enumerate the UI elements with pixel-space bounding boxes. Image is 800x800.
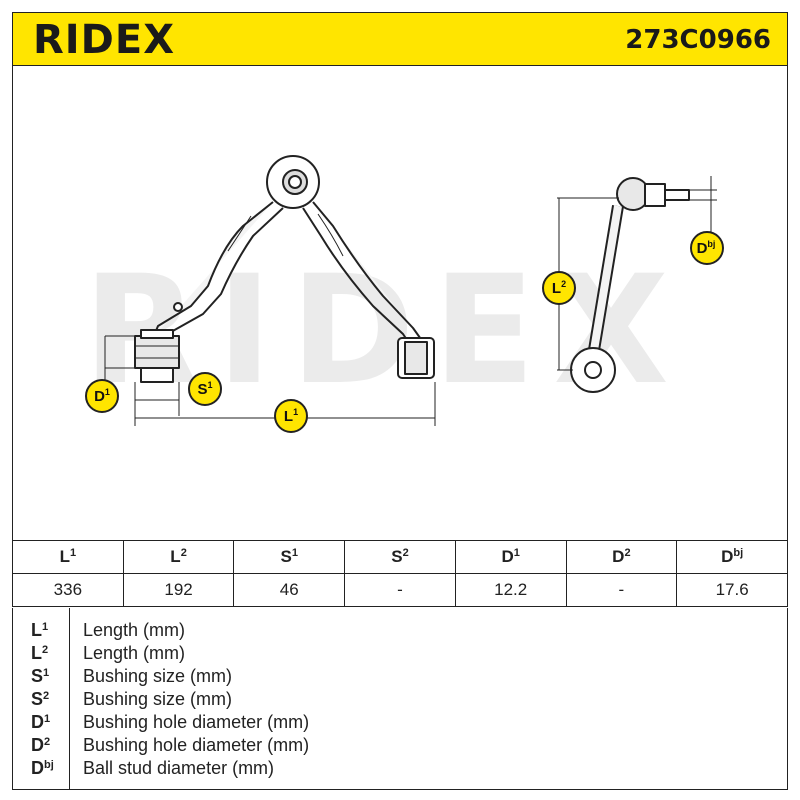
- svg-text:L2: L2: [552, 279, 566, 297]
- spec-value-d2: -: [565, 573, 678, 607]
- watermark: RIDEX: [83, 244, 687, 418]
- svg-text:S1: S1: [197, 380, 212, 398]
- spec-value-l2: 192: [122, 573, 235, 607]
- svg-text:L1: L1: [284, 407, 298, 425]
- legend-key: D2: [31, 735, 51, 755]
- brand-logo: RIDEX: [33, 17, 176, 63]
- svg-text:Dbj: Dbj: [697, 239, 716, 257]
- badge-l1: L1: [274, 399, 308, 433]
- legend-desc: Bushing size (mm): [83, 689, 233, 709]
- badge-dbj: Dbj: [690, 231, 724, 265]
- spec-table: L1 L2 S1 S2 D1 D2 Dbj 336 192 46 - 12.2 …: [12, 540, 788, 607]
- badge-l2: L2: [542, 271, 576, 305]
- svg-text:D1: D1: [94, 387, 110, 405]
- control-arm-drawing: D1 S1 L1 L2 Dbj: [85, 155, 724, 433]
- spec-value-d1: 12.2: [454, 573, 567, 607]
- spec-header-dbj: Dbj: [676, 540, 788, 574]
- control-arm-front-view: [134, 155, 435, 383]
- legend-desc: Bushing hole diameter (mm): [83, 712, 310, 732]
- part-number: 273C0966: [625, 25, 771, 55]
- legend-divider: [69, 608, 70, 789]
- spec-header-l2: L2: [122, 540, 235, 574]
- badge-d1: D1: [85, 379, 119, 413]
- legend-key: L1: [31, 620, 49, 640]
- spec-header-s1: S1: [233, 540, 346, 574]
- legend-desc: Length (mm): [83, 643, 186, 663]
- spec-value-l1: 336: [12, 573, 124, 607]
- legend-key: S2: [31, 689, 50, 709]
- legend-desc: Length (mm): [83, 620, 186, 640]
- spec-header-l1: L1: [12, 540, 124, 574]
- legend-desc: Bushing size (mm): [83, 666, 233, 686]
- spec-header-d2: D2: [565, 540, 678, 574]
- spec-value-row: 336 192 46 - 12.2 - 17.6: [12, 573, 788, 607]
- header-bar: RIDEX 273C0966: [12, 12, 788, 66]
- spec-value-s1: 46: [233, 573, 346, 607]
- spec-header-d1: D1: [454, 540, 567, 574]
- legend-key: D1: [31, 712, 51, 732]
- legend: L1 Length (mm) L2 Length (mm) S1 Bushing…: [12, 608, 788, 790]
- spec-header-s2: S2: [344, 540, 456, 574]
- technical-drawing: RIDEX: [12, 66, 788, 540]
- spec-value-s2: -: [344, 573, 456, 607]
- spec-value-dbj: 17.6: [676, 573, 788, 607]
- legend-key: L2: [31, 643, 49, 663]
- spec-header-row: L1 L2 S1 S2 D1 D2 Dbj: [12, 540, 788, 574]
- legend-desc: Ball stud diameter (mm): [83, 758, 275, 778]
- badge-s1: S1: [188, 372, 222, 406]
- legend-key: S1: [31, 666, 50, 686]
- control-arm-side-view: [570, 177, 690, 393]
- legend-key: Dbj: [31, 758, 54, 778]
- legend-desc: Bushing hole diameter (mm): [83, 735, 310, 755]
